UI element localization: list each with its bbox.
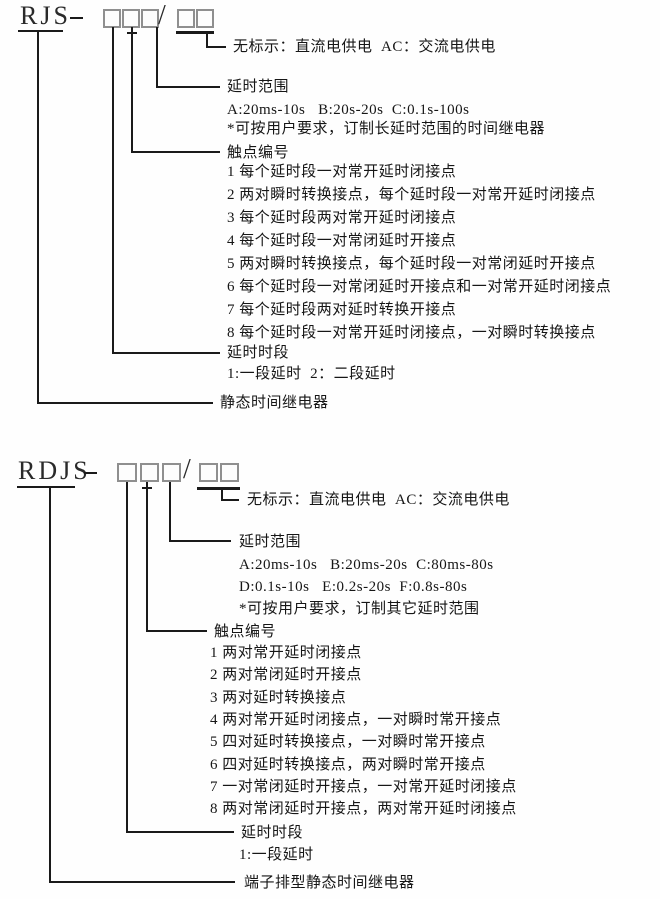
- rdjs-period-label: 延时时段: [241, 825, 304, 841]
- rjs-product-name: 静态时间继电器: [220, 395, 329, 411]
- rjs-underline: [18, 30, 63, 32]
- rdjs-digit-box-3: [162, 463, 181, 482]
- rjs-dash: [70, 17, 83, 19]
- rdjs-suffix-underline: [197, 487, 240, 490]
- rjs-contact-item: 8 每个延时段一对常开延时闭接点，一对瞬时转换接点: [227, 325, 596, 341]
- rjs-contact-item: 1 每个延时段一对常开延时闭接点: [227, 164, 457, 180]
- rjs-power-connector-v: [206, 34, 208, 48]
- rdjs-power-connector-v: [221, 490, 223, 501]
- rdjs-contact-item: 4 两对常开延时闭接点，一对瞬时常开接点: [210, 712, 502, 728]
- rdjs-slash: /: [183, 454, 191, 485]
- rjs-range-connector-v: [156, 27, 158, 88]
- rjs-suffix-box-1: [177, 9, 195, 28]
- rjs-digit-box-3: [141, 9, 159, 28]
- rdjs-dash: [84, 472, 97, 474]
- rjs-range-values: A:20ms-10s B:20s-20s C:0.1s-100s: [227, 102, 470, 118]
- rdjs-digit-box-1: [117, 463, 137, 482]
- rdjs-period-connector-v: [126, 482, 128, 833]
- rjs-suffix-underline: [176, 31, 214, 34]
- rjs-contact-item: 5 两对瞬时转换接点，每个延时段一对常闭延时开接点: [227, 256, 596, 272]
- rdjs-contacts-connector-v: [146, 482, 148, 632]
- rdjs-product-connector-v: [49, 488, 51, 883]
- rdjs-contact-item: 7 一对常闭延时开接点，一对常开延时闭接点: [210, 779, 517, 795]
- rdjs-contacts-label: 触点编号: [214, 624, 277, 640]
- rdjs-range-values-2: D:0.1s-10s E:0.2s-20s F:0.8s-80s: [239, 579, 468, 595]
- rdjs-suffix-box-2: [220, 463, 239, 482]
- rdjs-contacts-connector-h: [146, 630, 207, 632]
- rjs-period-label: 延时时段: [227, 345, 290, 361]
- rjs-power-note: 无标示：直流电供电 AC：交流电供电: [233, 39, 496, 55]
- rdjs-contact-item: 8 两对常闭延时开接点，两对常开延时闭接点: [210, 801, 517, 817]
- rdjs-range-connector-v: [169, 482, 171, 542]
- rdjs-range-connector-h: [169, 540, 231, 542]
- rdjs-period-connector-h: [126, 831, 234, 833]
- rdjs-product-name: 端子排型静态时间继电器: [244, 875, 415, 891]
- rjs-range-connector-h: [156, 86, 220, 88]
- rdjs-digit-box-2: [140, 463, 159, 482]
- rjs-contact-item: 4 每个延时段一对常闭延时开接点: [227, 233, 457, 249]
- rjs-contact-item: 6 每个延时段一对常闭延时开接点和一对常开延时闭接点: [227, 279, 612, 295]
- rjs-contact-item: 7 每个延时段两对延时转换开接点: [227, 302, 457, 318]
- rjs-contacts-connector-h: [131, 151, 220, 153]
- rjs-contact-item: 2 两对瞬时转换接点，每个延时段一对常开延时闭接点: [227, 187, 596, 203]
- rjs-power-connector-h: [206, 46, 226, 48]
- rdjs-contact-item: 6 四对延时转换接点，两对瞬时常开接点: [210, 757, 486, 773]
- rjs-range-label: 延时范围: [227, 79, 290, 95]
- rdjs-product-connector-h: [49, 881, 235, 883]
- rdjs-contact-item: 2 两对常闭延时开接点: [210, 667, 362, 683]
- rjs-period-values: 1:一段延时 2：二段延时: [227, 366, 396, 382]
- rdjs-range-label: 延时范围: [239, 534, 302, 550]
- rdjs-range-values-1: A:20ms-10s B:20ms-20s C:80ms-80s: [239, 557, 494, 573]
- rjs-digit-box-1: [103, 9, 121, 28]
- rjs-period-connector-v: [112, 27, 114, 354]
- rdjs-model-code: RDJS: [18, 456, 91, 485]
- rdjs-contact-item: 3 两对延时转换接点: [210, 690, 347, 706]
- rdjs-contact-item: 5 四对延时转换接点，一对瞬时常开接点: [210, 734, 486, 750]
- rdjs-power-note: 无标示：直流电供电 AC：交流电供电: [247, 492, 510, 508]
- rjs-product-connector-v: [37, 31, 39, 404]
- rdjs-contact-item: 1 两对常开延时闭接点: [210, 645, 362, 661]
- rjs-contact-item: 3 每个延时段两对常开延时闭接点: [227, 210, 457, 226]
- rdjs-suffix-box-1: [199, 463, 218, 482]
- rjs-product-connector-h: [37, 402, 213, 404]
- rjs-period-connector-h: [112, 352, 220, 354]
- rjs-model-code: RJS: [20, 1, 71, 30]
- rdjs-underline: [17, 486, 75, 488]
- rdjs-range-note: *可按用户要求，订制其它延时范围: [239, 601, 480, 617]
- rdjs-power-connector-h: [221, 499, 239, 501]
- rjs-slash: /: [158, 0, 166, 31]
- rjs-contacts-label: 触点编号: [227, 145, 290, 161]
- rdjs-period-values: 1:一段延时: [239, 847, 314, 863]
- rjs-suffix-box-2: [196, 9, 214, 28]
- rjs-contacts-connector-v: [131, 27, 133, 153]
- rjs-digit-box-2: [122, 9, 140, 28]
- rjs-range-note: *可按用户要求，订制长延时范围的时间继电器: [227, 121, 546, 137]
